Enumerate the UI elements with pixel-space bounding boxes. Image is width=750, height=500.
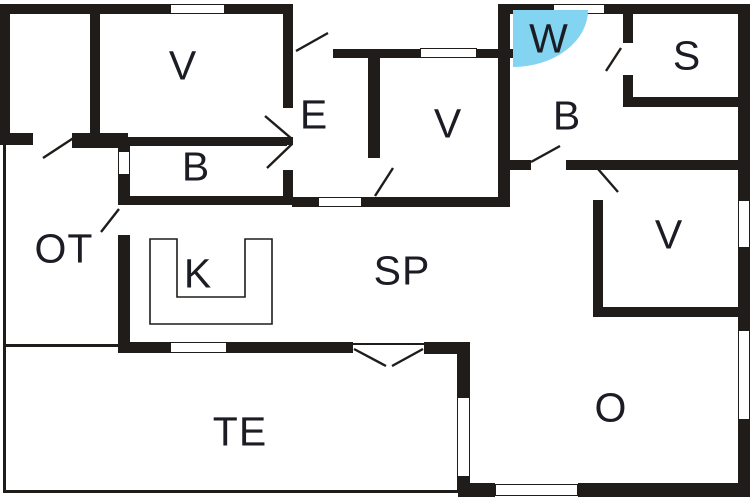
room-label-entry: E (299, 91, 329, 138)
wall-v-middle-bottom (373, 197, 510, 207)
room-label-kitchen: K (183, 250, 213, 297)
door-swing (295, 31, 329, 53)
wall-small-room-bottom (0, 133, 33, 145)
french-door-leaf (391, 347, 424, 368)
wall-b-right-bottom (500, 160, 531, 170)
kitchen-counter (149, 238, 273, 325)
window (457, 397, 470, 477)
window (420, 48, 477, 58)
door-swing (100, 208, 120, 233)
wall-right-outer (738, 4, 750, 200)
terrace-outline-left (3, 143, 6, 493)
door-swing (604, 47, 623, 72)
wall-top-left (0, 4, 170, 14)
room-label-terrace: TE (212, 408, 268, 455)
wall-entry-left-lower (283, 170, 293, 203)
room-label-v-top-left: V (168, 42, 198, 89)
wall-bottom-2 (578, 483, 750, 497)
room-label-wc: W (529, 15, 569, 62)
wall-central (498, 4, 510, 203)
room-label-o: O (594, 384, 628, 431)
wall-entry-bottom-2 (362, 197, 373, 207)
wall-tower-right (283, 4, 293, 108)
wall-entry-v-divider (368, 58, 380, 158)
door-swing (530, 144, 561, 164)
wall-ot-right-3 (118, 235, 130, 342)
door-swing (373, 167, 395, 197)
wall-wc-right-2 (623, 75, 633, 107)
wall-top-left-2 (225, 4, 293, 14)
wall-left-outer (0, 4, 10, 143)
window (318, 197, 362, 207)
wall-right-outer-3 (738, 420, 750, 497)
wall-small-room-bottom-2 (72, 133, 128, 148)
french-door-threshold (352, 343, 425, 345)
wall-s-bottom (623, 97, 740, 107)
room-label-b-top-left: B (181, 143, 211, 190)
window (170, 342, 227, 353)
wall-b-right-bottom-2 (566, 160, 740, 170)
terrace-ot-divider (3, 344, 118, 347)
room-label-ot: OT (34, 225, 94, 272)
wall-sp-te-2 (227, 342, 353, 353)
room-label-v-right: V (654, 211, 684, 258)
wall-entry-door-post (283, 137, 293, 145)
door-swing (597, 168, 619, 193)
door-swing (264, 115, 293, 140)
wall-sp-te (118, 342, 170, 353)
wall-entry-top-2 (477, 49, 513, 58)
wall-ot-right-2 (118, 175, 130, 205)
wall-entry-top (333, 49, 420, 58)
room-label-living: SP (373, 247, 431, 294)
wall-wc-right (623, 4, 633, 43)
window (495, 484, 578, 496)
door-swing (266, 143, 293, 169)
wall-top-right-2 (605, 4, 750, 14)
window (170, 4, 225, 14)
wall-v-right-bottom (593, 307, 740, 317)
wall-right-outer-2 (738, 248, 750, 330)
window (118, 151, 130, 175)
wall-b-bottom (128, 196, 292, 205)
room-label-v-middle: V (433, 100, 463, 147)
wall-small-room-right (90, 4, 100, 133)
room-label-b-right: B (552, 92, 582, 139)
wall-ot-right (118, 145, 130, 151)
terrace-outline-bottom (3, 490, 459, 493)
wall-b-top (128, 137, 287, 146)
wall-entry-bottom (292, 197, 318, 207)
wall-te-o (457, 342, 470, 397)
french-door-leaf (353, 347, 387, 368)
wall-v-right-left (593, 200, 603, 313)
room-label-s: S (672, 32, 702, 79)
door-swing-lines (42, 31, 623, 368)
wall-te-o-2 (457, 477, 470, 490)
wall-top-right (498, 4, 553, 14)
door-swing-arc-highlight (513, 10, 588, 67)
door-swing (42, 135, 76, 160)
